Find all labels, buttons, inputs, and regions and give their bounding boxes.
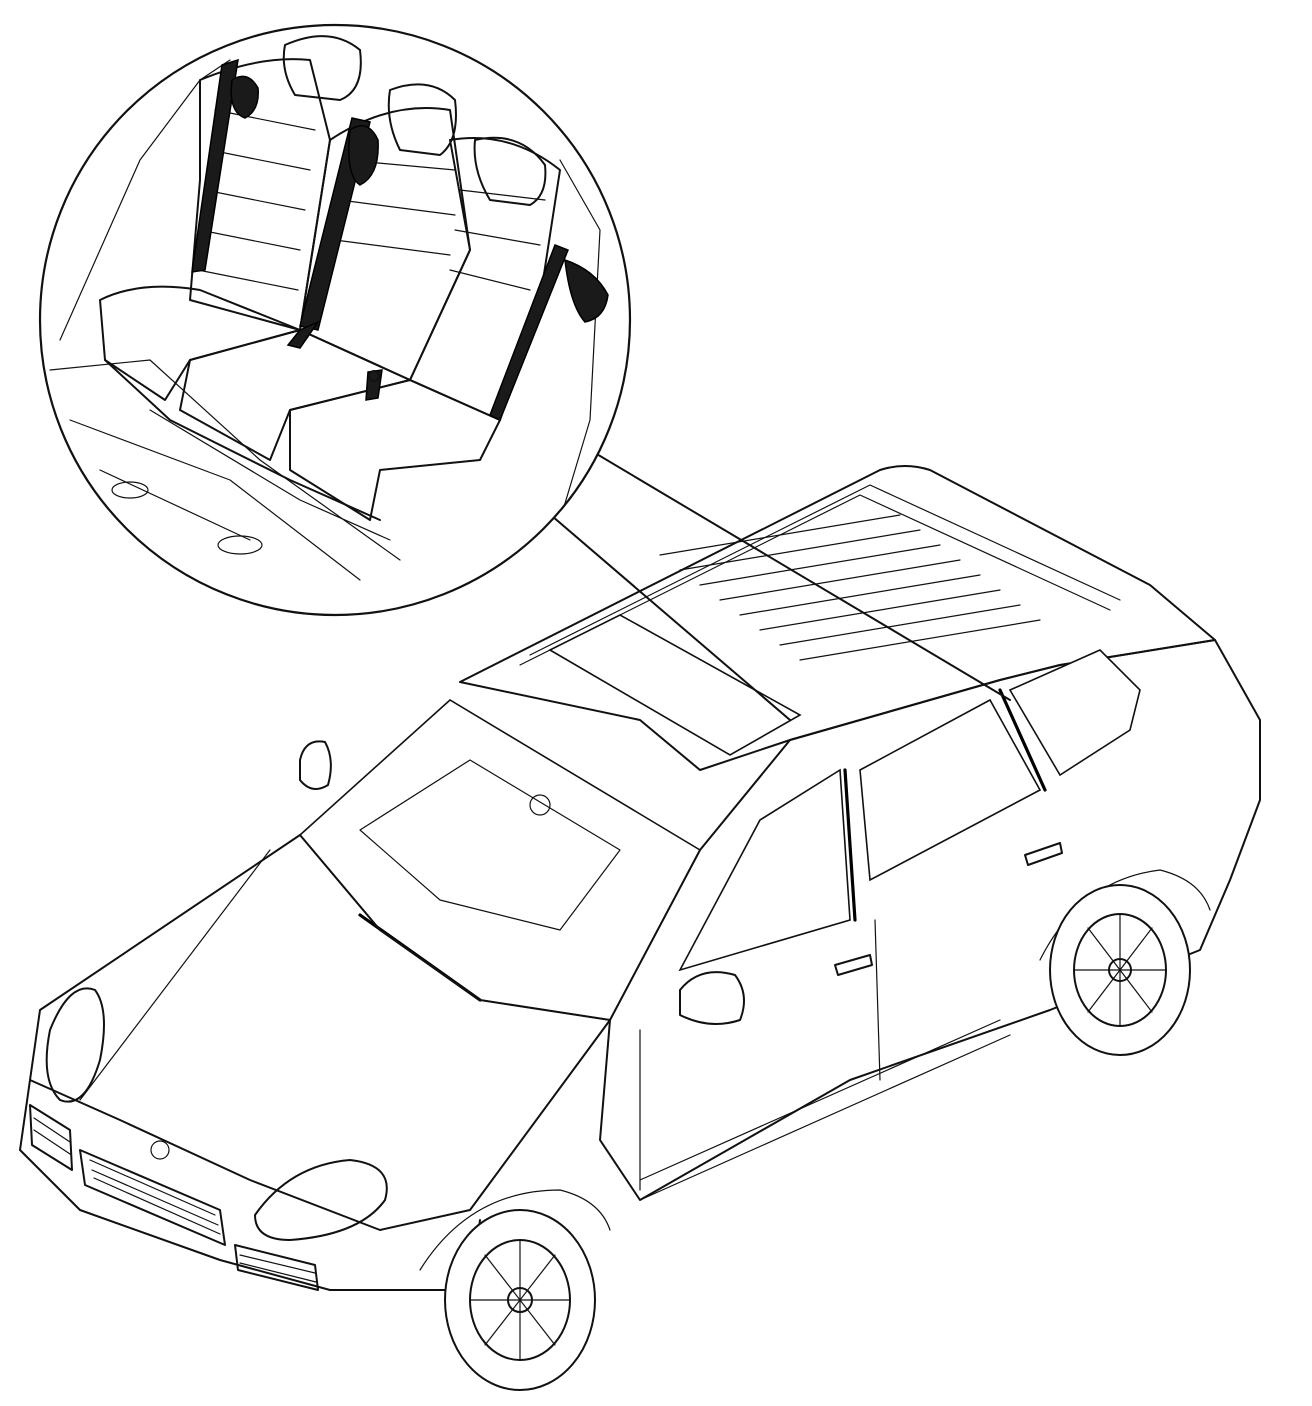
- grille-lower-left: [29, 1104, 73, 1171]
- rear-mirror: [529, 794, 551, 816]
- b-pillar: [843, 768, 857, 922]
- side-body: [599, 639, 1261, 1201]
- buckle-middle: [286, 320, 321, 349]
- grille-center: [79, 1149, 226, 1246]
- roof-rail-right: [519, 494, 1111, 666]
- belt-retractor-right: [564, 258, 609, 323]
- front-spokes-icon: [469, 1239, 571, 1361]
- dashboard-hint: [359, 759, 621, 931]
- rear-wheel: [1039, 869, 1211, 1056]
- front-wheel-arch: [419, 1189, 611, 1271]
- headlight-left: [45, 987, 105, 1103]
- buckle-latch: [368, 370, 380, 382]
- side-mirror-front: [679, 971, 745, 1025]
- headrest-right: [473, 136, 547, 206]
- seat-frame: [149, 409, 391, 541]
- sill-line-lower: [639, 1034, 1011, 1201]
- rear-seat-detail: [49, 35, 609, 581]
- side-mirror-left: [299, 740, 332, 790]
- hood: [29, 834, 611, 1231]
- rear-door-window: [859, 698, 1042, 882]
- roof-slats: [659, 514, 1041, 661]
- badge-icon: [150, 1140, 170, 1160]
- front-door-window: [678, 768, 851, 972]
- left-side-panel: [59, 59, 231, 341]
- headrest-left: [282, 35, 362, 101]
- quarter-window: [1008, 649, 1141, 777]
- leader-line-lower: [544, 509, 791, 721]
- cushion-front-edge: [104, 359, 381, 521]
- front-wheel: [419, 1189, 611, 1391]
- front-bumper: [19, 1079, 481, 1291]
- floor-area: [49, 359, 401, 581]
- belt-retractor-left: [230, 75, 259, 119]
- cushion-right: [289, 379, 501, 521]
- rear-hub: [1108, 958, 1132, 982]
- headlight-right: [254, 1159, 388, 1241]
- belt-retractor-middle: [348, 125, 379, 186]
- detail-inset: [38, 23, 632, 617]
- seat-belt-left: [191, 58, 239, 273]
- sill-line: [639, 1019, 1001, 1181]
- door-handle-front: [834, 954, 873, 976]
- detail-circle-border: [38, 23, 632, 617]
- sunroof: [548, 614, 802, 756]
- c-pillar: [998, 688, 1047, 792]
- leader-line-upper: [589, 449, 1011, 701]
- headrest-middle: [387, 83, 457, 156]
- seat-belt-right: [489, 244, 569, 422]
- right-side-panel: [559, 159, 601, 521]
- grille-lower-right: [234, 1244, 319, 1291]
- door-seam-middle: [874, 919, 881, 1081]
- door-handle-rear: [1024, 842, 1063, 866]
- front-hub: [507, 1287, 533, 1313]
- hood-crease: [79, 849, 271, 1101]
- roof-rail-left: [529, 484, 1121, 656]
- car-body: [19, 465, 1261, 1291]
- seatback-stitching: [197, 109, 546, 291]
- windshield: [298, 699, 702, 1021]
- rear-spokes-icon: [1073, 913, 1167, 1027]
